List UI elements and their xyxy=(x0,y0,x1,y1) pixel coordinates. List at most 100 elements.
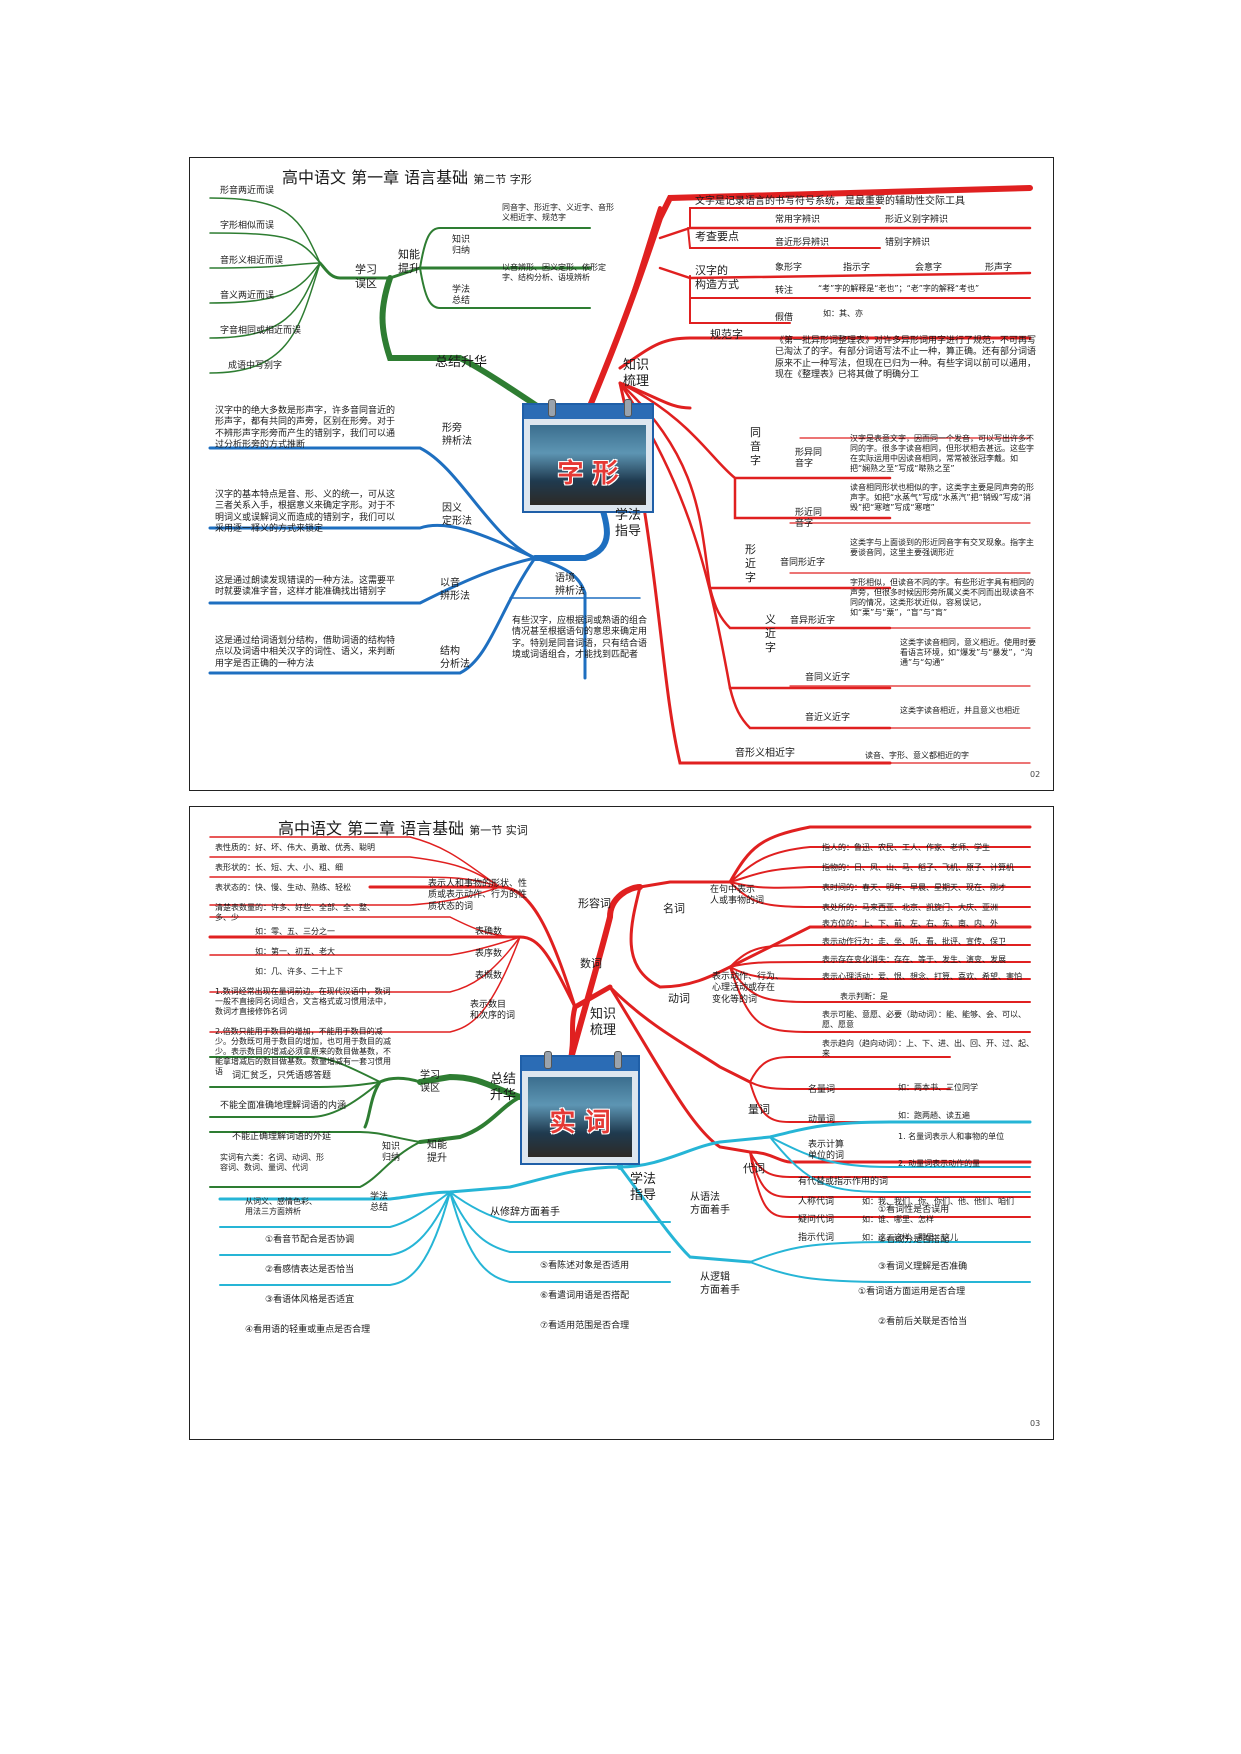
node-zhishi-guina: 知识归纳 xyxy=(452,235,471,257)
liangci-note: 如：跑两趟、读五遍 xyxy=(898,1111,970,1120)
node-jiegou: 结构分析法 xyxy=(440,646,470,670)
kaocha-item: 错别字辨识 xyxy=(885,238,931,248)
luoji-item: ①看词语方面运用是否合理 xyxy=(858,1287,966,1297)
wuqu-item: 成语中写别字 xyxy=(228,361,283,371)
mindmap-panel-shici: 高中语文 第二章 语言基础 第一节 实词 实 词 知识梳理 名词 在句中表示人或… xyxy=(189,806,1054,1440)
yufa-item: ①看词性是否误用 xyxy=(878,1205,950,1215)
node-yintong-yijin: 音同义近字 xyxy=(805,673,851,683)
xingyi-note: 汉字是表意文字，因而同一个发音，可以写出许多不同的字。很多字读音相同，但形状相去… xyxy=(850,434,1034,473)
dongci-item: 表示判断：是 xyxy=(840,992,888,1001)
xiuci-item: ⑦看适用范围是否合理 xyxy=(540,1321,630,1331)
node-dongci: 动词 xyxy=(668,992,690,1005)
stones-photo xyxy=(528,1077,632,1157)
shuci-desc: 表示数目和次序的词 xyxy=(470,1000,516,1022)
node-zhishi-shuli: 知识梳理 xyxy=(590,1007,617,1039)
node-gouzao: 汉字的构造方式 xyxy=(695,264,739,291)
yinyi-xingjin-note: 字形相似，但读音不同的字。有些形近字具有相同的声旁，但很多时候因形旁所属义类不同… xyxy=(850,578,1034,617)
node-zongjie: 总结升华 xyxy=(435,355,488,370)
mingci-item: 指物的：日、风、山、马、稻子、飞机、原子、计算机 xyxy=(822,863,1014,872)
jiajie-note: 如：其、亦 xyxy=(823,309,863,318)
node-xingyi-tongyin: 形异同音字 xyxy=(795,448,823,470)
wuqu-item: 不能全面准确地理解词语的内涵 xyxy=(220,1101,347,1111)
mindmap-panel-zixing: 高中语文 第一章 语言基础 第二节 字形 字 形 文字是记录语言的书写符号系统，… xyxy=(189,157,1054,791)
zhuanzhu-note: “考”字的解释是“老也”；“老”字的解释“考也” xyxy=(818,284,980,293)
mingci-item: 指人的：鲁迅、农民、工人、作家、老师、学生 xyxy=(822,843,990,852)
daici-item: 指示代词 xyxy=(798,1233,835,1243)
top-banner: 文字是记录语言的书写符号系统，是最重要的辅助性交际工具 xyxy=(695,196,965,207)
jiegou-note: 这是通过给词语划分结构，借助词语的结构特点以及词语中相关汉字的词性、语义，来判断… xyxy=(215,636,396,669)
wuqu-item: 不能正确理解词语的外延 xyxy=(232,1132,332,1142)
xiuci-item: ④看用语的轻重或重点是否合理 xyxy=(245,1325,371,1335)
node-zhishi-shuli: 知识梳理 xyxy=(623,358,650,390)
dongci-item: 表示趋向（趋向动词）：上、下、进、出、回、开、过、起、来 xyxy=(822,1039,1034,1058)
yinjin-xingjin-note: 这类字与上面谈到的形近同音字有交叉现象。指字主要谈音同，这里主要强调形近 xyxy=(850,538,1034,557)
node-xingpang: 形旁辨析法 xyxy=(442,423,472,447)
shuci-note: 如：零、五、三分之一 xyxy=(255,927,335,936)
panel-title: 高中语文 第二章 语言基础 第一节 实词 xyxy=(278,819,528,838)
xiuci-item: ③看语体风格是否适宜 xyxy=(265,1295,355,1305)
mingci-item: 表处所的：马来西亚、北京、凯旋门、大庆、亚洲 xyxy=(822,903,998,912)
mindmap-branches xyxy=(208,185,1033,765)
node-yinyi: 因义定形法 xyxy=(442,503,472,527)
yinjin-yijin-note: 这类字读音相近，并且意义也相近 xyxy=(900,706,1020,715)
mingci-item: 表方位的：上、下、前、左、右、东、南、内、外 xyxy=(822,919,998,928)
gouzao-item: 形声字 xyxy=(985,263,1013,273)
xingrongci-item: 表形状的：长、短、大、小、粗、细 xyxy=(215,863,343,872)
node-yinjin-xingjin: 音同形近字 xyxy=(780,558,826,568)
node-tongyin: 同音字 xyxy=(750,426,761,467)
node-mingci: 名词 xyxy=(663,902,685,915)
xingrongci-item: 表性质的：好、坏、伟大、勇敢、优秀、聪明 xyxy=(215,843,375,852)
daici-note: 如：谁、哪里、怎样 xyxy=(862,1215,934,1224)
xingjin-tongyin-note: 读音相同形状也相似的字，这类字主要是同声旁的形声字。如把“水蒸气”写成“水蒸汽”… xyxy=(850,483,1034,512)
zongjie-note: 从词义、感情色彩、用法三方面辨析 xyxy=(245,1197,317,1216)
node-shuci: 数词 xyxy=(580,957,602,970)
yufa-item: ②看成分是否搭配 xyxy=(878,1235,950,1245)
gouzao-item: 会意字 xyxy=(915,263,943,273)
wuqu-item: 音形义相近而误 xyxy=(220,256,284,266)
stones-photo xyxy=(530,425,646,505)
yiyin-note: 这是通过朗读发现错误的一种方法。这需要平时就要读准字音，这样才能准确找出错别字 xyxy=(215,576,396,598)
node-yijinzi: 义近字 xyxy=(765,613,776,654)
xingpang-note: 汉字中的绝大多数是形声字，许多音同音近的形声字，都有共同的声旁，区别在形旁。对于… xyxy=(215,406,396,450)
mingci-desc: 在句中表示人或事物的词 xyxy=(710,885,765,907)
node-xuefa-zhidao: 学法指导 xyxy=(615,508,642,540)
shuci-note: 如：第一、初五、老大 xyxy=(255,947,335,956)
wuqu-item: 字音相同或相近而误 xyxy=(220,326,302,336)
shuci-item: 表确数 xyxy=(475,927,503,937)
daici-item: 疑问代词 xyxy=(798,1215,835,1225)
daici-note: 如：这、这样、那里、这儿 xyxy=(862,1233,958,1242)
daici-note: 如：我、我们、你、你们、他、他们、咱们 xyxy=(862,1197,1014,1206)
node-xuefa-zhidao: 学法指导 xyxy=(630,1172,657,1204)
daici-item: 人称代词 xyxy=(798,1197,835,1207)
shuci-long: 2.倍数只能用于数目的增加，不能用于数目的减少。分数既可用于数目的增加，也可用于… xyxy=(215,1027,391,1076)
center-word: 实 词 xyxy=(549,1108,611,1138)
xingrongci-desc: 表示人和事物的形状、性质或表示动作、行为的性质状态的词 xyxy=(428,879,528,912)
yinyi-note: 汉字的基本特点是音、形、义的统一，可从这三者关系入手，根据意义来确定字形。对于不… xyxy=(215,490,396,534)
guina-note: 同音字、形近字、义近字、音形义相近字、规范字 xyxy=(502,203,614,222)
node-zhineng: 知能提升 xyxy=(427,1140,447,1164)
node-yinjin-yijin: 音近义近字 xyxy=(805,713,851,723)
node-xuexi-wuqu: 学习误区 xyxy=(355,263,377,290)
node-liangci: 量词 xyxy=(748,1103,770,1116)
liangci-note: 1. 名量词表示人和事物的单位 xyxy=(898,1132,1005,1141)
dongci-item: 表示存在变化消失：存在、等于、发生、演变、发展 xyxy=(822,955,1006,964)
shuci-item: 表概数 xyxy=(475,971,503,981)
dongci-item: 表示心理活动：爱、恨、想念、打算、喜欢、希望、害怕 xyxy=(822,972,1022,981)
node-xuefa-zongjie: 学法总结 xyxy=(370,1192,389,1214)
luoji-item: ②看前后关联是否恰当 xyxy=(878,1317,968,1327)
zongjie-note: 以音辨形、因义定形、依形定字、结构分析、语境辨析 xyxy=(502,263,606,282)
node-yinyi-xingjin: 音异形近字 xyxy=(790,616,836,626)
liangci-item: 动量词 xyxy=(808,1115,836,1125)
gouzao-item: 指示字 xyxy=(843,263,871,273)
center-calendar-image: 字 形 xyxy=(522,399,654,513)
panel-title: 高中语文 第一章 语言基础 第二节 字形 xyxy=(282,168,532,187)
node-luoji: 从逻辑方面着手 xyxy=(700,1272,740,1296)
node-jiajie: 假借 xyxy=(775,313,794,323)
kaocha-item: 音近形异辨识 xyxy=(775,238,830,248)
liangci-note: 如：两本书、三位同学 xyxy=(898,1083,978,1092)
node-yufa: 从语法方面着手 xyxy=(690,1192,730,1216)
liangci-note: 2. 动量词表示动作的量 xyxy=(898,1159,981,1168)
daici-head: 有代替或指示作用的词 xyxy=(798,1177,889,1187)
node-xingjin-tongyin: 形近同音字 xyxy=(795,508,823,530)
xiuci-item: ⑥看遣词用语是否搭配 xyxy=(540,1291,630,1301)
